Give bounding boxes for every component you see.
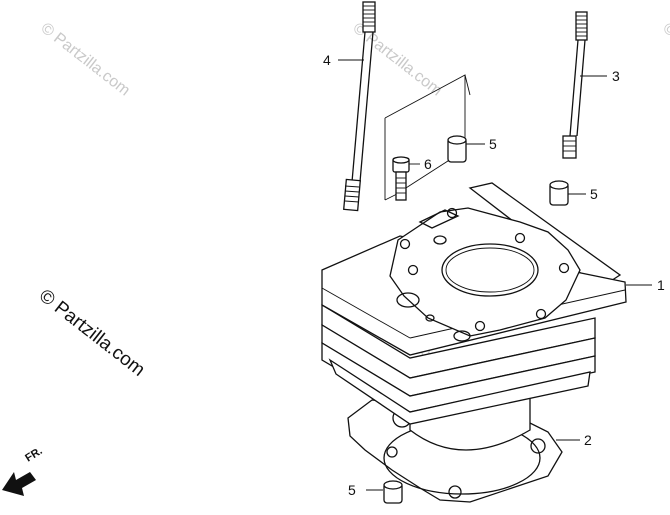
callout-5-bottom: 5 (348, 482, 356, 498)
front-direction-arrow: FR. (2, 445, 45, 496)
watermark-faint-right: © Partzilla.com (660, 20, 670, 100)
flange-bolt (392, 156, 410, 201)
callout-3: 3 (612, 68, 620, 84)
stud-bolt-left (343, 1, 376, 212)
watermark-faint-text-1: © Partzilla.com (38, 20, 133, 100)
watermark-faint-top-left: © Partzilla.com (38, 20, 133, 100)
front-direction-label: FR. (23, 445, 44, 465)
cylinder-block (321, 182, 627, 451)
callout-5-top: 5 (489, 136, 497, 152)
watermark-main-text: © Partzilla.com (35, 285, 149, 380)
callout-6: 6 (424, 156, 432, 172)
callout-1: 1 (657, 277, 665, 293)
callout-5-right: 5 (590, 186, 598, 202)
dowel-pin-right (549, 180, 569, 206)
leader-lines (338, 59, 652, 491)
callout-4: 4 (323, 52, 331, 68)
guide-frame (384, 74, 471, 201)
stud-bolt-right (562, 11, 588, 159)
watermark-main: © Partzilla.com (35, 285, 149, 380)
callout-2: 2 (584, 432, 592, 448)
dowel-pin-bottom (383, 480, 403, 504)
dowel-pin-top (447, 135, 467, 163)
watermark-faint-text-4: © Partzilla.com (660, 20, 670, 100)
